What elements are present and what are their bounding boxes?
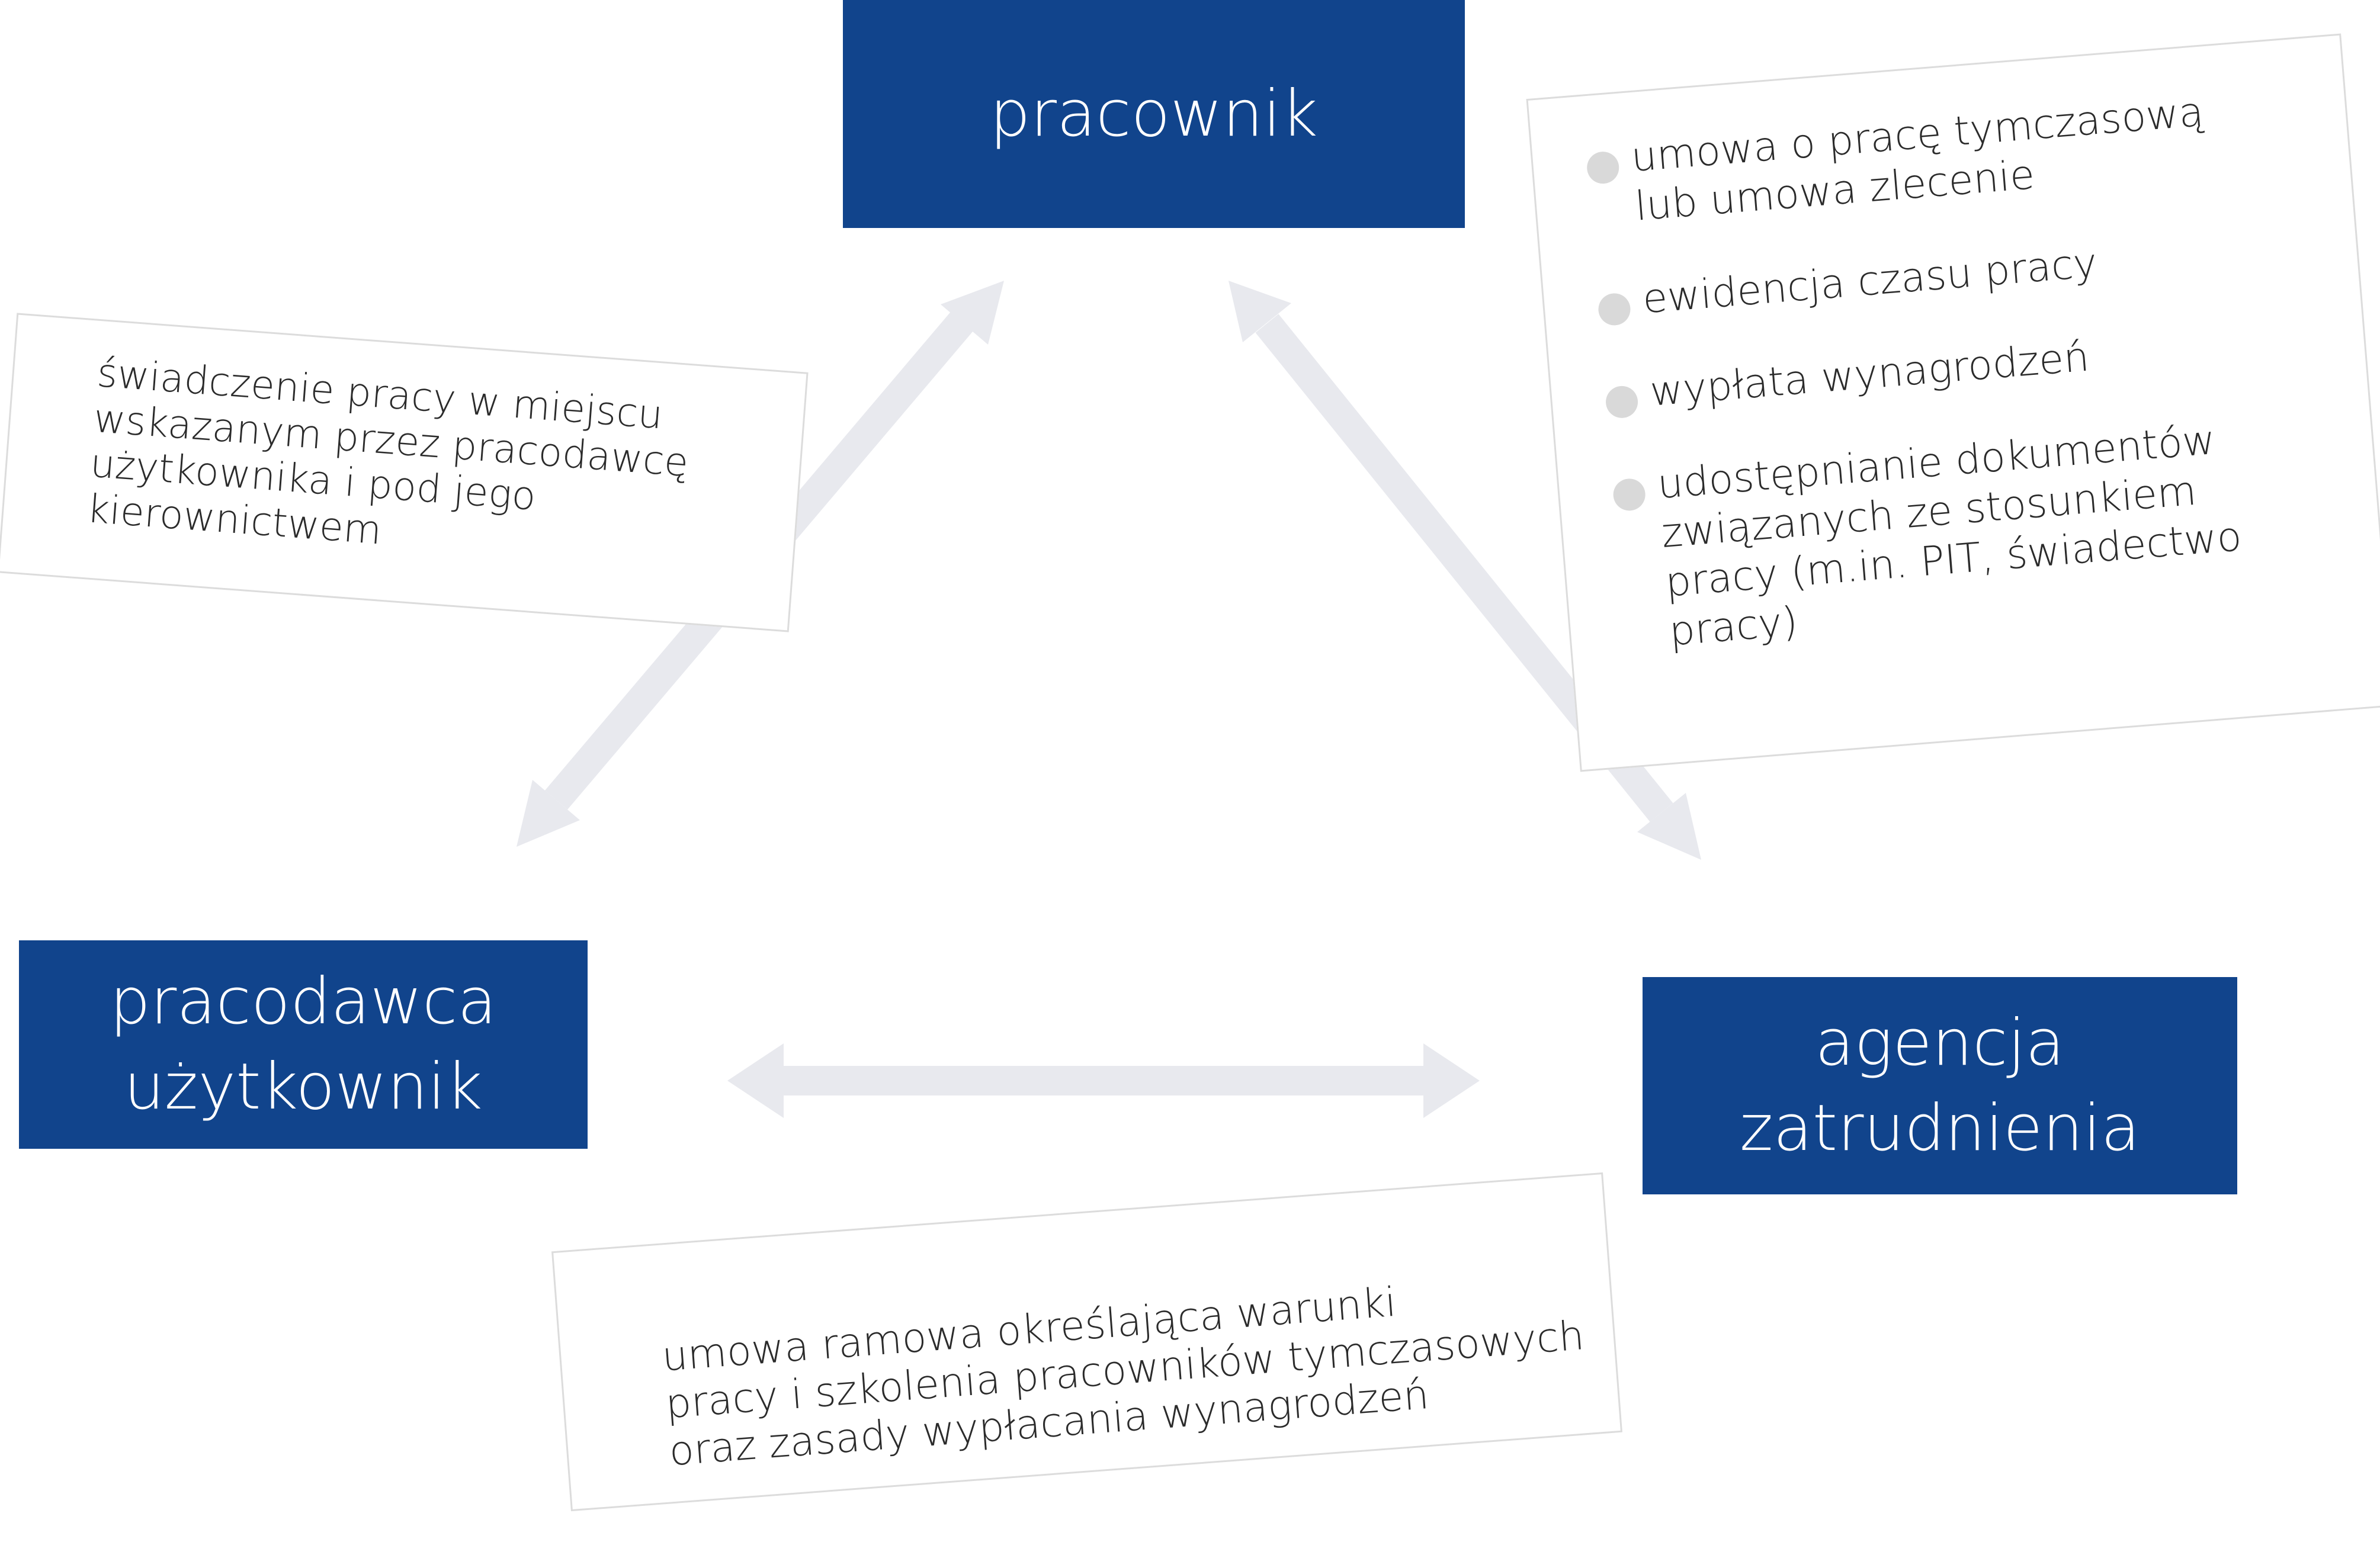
node-user-employer-label: pracodawca użytkownik [110, 965, 497, 1124]
node-user-employer: pracodawca użytkownik [19, 940, 588, 1149]
node-worker-label: pracownik [990, 76, 1318, 151]
node-agency-label: agencja zatrudnienia [1739, 1005, 2141, 1165]
note-worker-user-text: świadczenie pracy w miejscu wskazanym pr… [85, 349, 690, 554]
list-item: wypłata wynagrodzeń [1603, 312, 2354, 421]
node-agency: agencja zatrudnienia [1643, 977, 2237, 1194]
bullet-dot-icon [1586, 150, 1621, 185]
list-item: ewidencja czasu pracy [1596, 219, 2346, 328]
node-worker: pracownik [843, 0, 1465, 228]
note-worker-agency-list: umowa o pracę tymczasową lub umowa zlece… [1584, 78, 2373, 660]
bullet-dot-icon [1597, 292, 1632, 327]
bullet-dot-icon [1612, 477, 1647, 512]
bullet-dot-icon [1604, 384, 1640, 419]
note-user-agency-text: umowa ramowa określająca warunki pracy i… [660, 1278, 1586, 1476]
arrow-user-agency [727, 1043, 1480, 1118]
list-item: umowa o pracę tymczasową lub umowa zlece… [1584, 78, 2339, 236]
list-item: udostępnianie dokumentów związanych ze s… [1611, 404, 2373, 660]
note-worker-agency: umowa o pracę tymczasową lub umowa zlece… [1526, 33, 2380, 772]
